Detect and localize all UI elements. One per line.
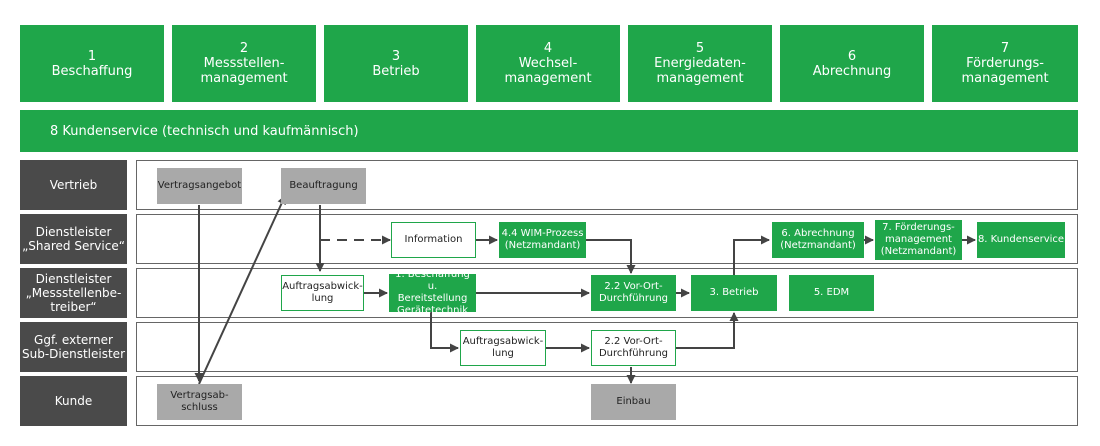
arrow-vorort-sub-betrieb (676, 312, 739, 349)
phase-number: 4 (543, 41, 553, 56)
phase-number: 1 (87, 48, 97, 64)
arrow-betrieb-abrechnung (733, 235, 770, 275)
node-abrechnung: 6. Abrechnung (Netzmandant) (772, 222, 864, 258)
node-auftragsabwicklung-sub: Auftragsabwick- lung (460, 330, 546, 366)
phase-label: Betrieb (372, 63, 420, 79)
phase-label: Abrechnung (812, 63, 892, 79)
node-vertragsabschluss: Vertragsab- schluss (157, 384, 242, 420)
node-vertragsangebot: Vertragsangebot (157, 168, 242, 204)
node-betrieb: 3. Betrieb (691, 275, 777, 311)
phase-label: Beschaffung (51, 63, 133, 79)
phase-number: 3 (391, 48, 401, 64)
phase-label: Wechsel- management (504, 56, 592, 86)
phase-7: 7 Förderungs- management (932, 25, 1078, 102)
phase-number: 5 (695, 41, 705, 56)
phase-5: 5 Energiedaten- management (628, 25, 772, 102)
phase-2: 2 Messstellen- management (172, 25, 316, 102)
lane-label-kunde: Kunde (20, 376, 127, 426)
phase-number: 7 (1000, 41, 1010, 56)
phase-label: Förderungs- management (961, 56, 1049, 86)
lane-label-messstellenbetreiber: Dienstleister „Messstellenbe- treiber“ (20, 268, 127, 318)
node-edm: 5. EDM (789, 275, 874, 311)
lane-label-shared-service: Dienstleister „Shared Service“ (20, 214, 127, 264)
node-auftragsabwicklung-msb: Auftragsabwick- lung (281, 275, 364, 311)
lane-label-sub-dienstleister: Ggf. externer Sub-Dienstleister (20, 322, 127, 372)
phase-6: 6 Abrechnung (780, 25, 924, 102)
arrow-abschluss-beauftragung (198, 195, 286, 385)
phase-label: Energiedaten- management (654, 56, 746, 86)
node-wim-prozess: 4.4 WIM-Prozess (Netzmandant) (499, 222, 586, 258)
lane-label-vertrieb: Vertrieb (20, 160, 127, 210)
phase-number: 2 (239, 41, 249, 56)
arrow-wim-vorort (586, 239, 636, 274)
node-vorort-sub: 2.2 Vor-Ort- Durchführung (591, 330, 676, 366)
phase-1: 1 Beschaffung (20, 25, 164, 102)
node-einbau: Einbau (591, 384, 676, 420)
phase-4: 4 Wechsel- management (476, 25, 620, 102)
node-beauftragung: Beauftragung (281, 168, 366, 204)
node-beschaffung: 1. Beschaffung u. Bereitstellung Gerätet… (389, 269, 476, 316)
phase-number: 6 (847, 48, 857, 64)
phase-label: Messstellen- management (200, 56, 288, 86)
node-foerderungsmanagement: 7. Förderungs- management (Netzmandant) (875, 220, 962, 260)
node-information: Information (391, 222, 476, 258)
node-vorort-msb: 2.2 Vor-Ort- Durchführung (591, 275, 676, 311)
phase-3: 3 Betrieb (324, 25, 468, 102)
arrow-beschaffung-auftrag-sub (430, 312, 459, 353)
customer-service-bar: 8 Kundenservice (technisch und kaufmänni… (20, 110, 1078, 152)
node-kundenservice: 8. Kundenservice (977, 222, 1065, 258)
